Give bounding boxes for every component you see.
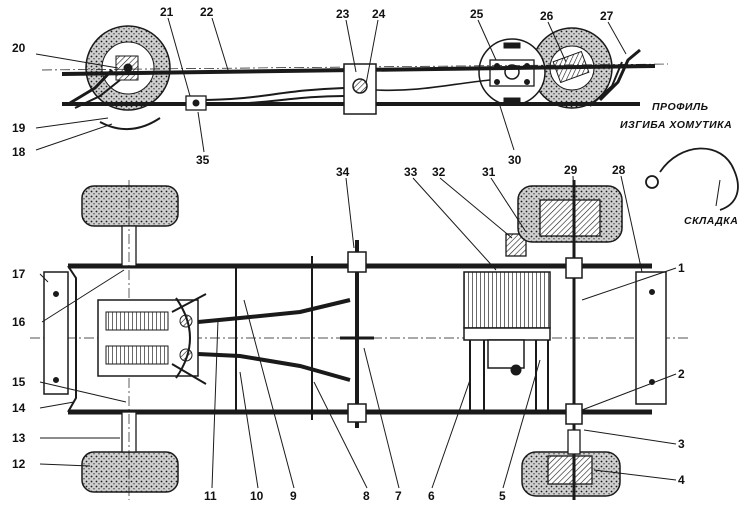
label-32: 32: [432, 165, 446, 179]
label-26: 26: [540, 9, 554, 23]
label-8: 8: [363, 489, 370, 503]
label-29: 29: [564, 163, 578, 177]
label-2: 2: [678, 367, 685, 381]
label-20: 20: [12, 41, 26, 55]
leader-lines: [35, 17, 677, 489]
label-33: 33: [404, 165, 418, 179]
caption-fold: СКЛАДКА: [684, 215, 738, 227]
clip-profile-inset: ПРОФИЛЬ ИЗГИБА ХОМУТИКА СКЛАДКА: [620, 101, 739, 227]
label-28: 28: [612, 163, 626, 177]
label-34: 34: [336, 165, 350, 179]
label-31: 31: [482, 165, 496, 179]
label-10: 10: [250, 489, 264, 503]
number-labels: 21 22 23 24 25 26 27 20 19 18 35 30 34 3…: [12, 5, 685, 503]
label-11: 11: [204, 489, 217, 503]
caption-profile-line2: ИЗГИБА ХОМУТИКА: [620, 119, 732, 131]
label-7: 7: [395, 489, 402, 503]
label-30: 30: [508, 153, 522, 167]
label-27: 27: [600, 9, 614, 23]
label-13: 13: [12, 431, 26, 445]
label-22: 22: [200, 5, 214, 19]
label-18: 18: [12, 145, 26, 159]
label-16: 16: [12, 315, 26, 329]
label-9: 9: [290, 489, 297, 503]
label-25: 25: [470, 7, 484, 21]
label-24: 24: [372, 7, 386, 21]
label-15: 15: [12, 375, 26, 389]
label-6: 6: [428, 489, 435, 503]
label-3: 3: [678, 437, 685, 451]
label-35: 35: [196, 153, 210, 167]
label-12: 12: [12, 457, 26, 471]
label-4: 4: [678, 473, 685, 487]
label-14: 14: [12, 401, 26, 415]
side-rear-wheel: [85, 25, 171, 111]
label-17: 17: [12, 267, 26, 281]
label-1: 1: [678, 261, 685, 275]
label-19: 19: [12, 121, 26, 135]
caption-profile-line1: ПРОФИЛЬ: [652, 101, 709, 113]
plan-view: [30, 180, 690, 500]
label-5: 5: [499, 489, 506, 503]
side-motor-disc: [478, 38, 546, 106]
label-21: 21: [160, 5, 174, 19]
side-view: [41, 25, 669, 131]
label-23: 23: [336, 7, 350, 21]
